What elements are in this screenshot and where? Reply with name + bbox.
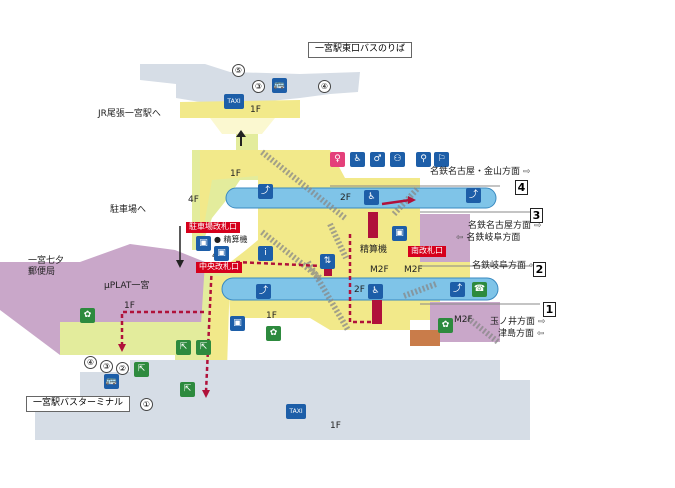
escalator-icon-2: ⤴ [466, 188, 481, 203]
floor-2f-lower: 2F [354, 285, 365, 295]
bus-stop-3-bot: ③ [100, 360, 113, 373]
uplat-label: μPLAT一宮 [104, 281, 150, 291]
central-gate: 中央改札口 [196, 262, 242, 273]
bus-stop-5: ⑤ [232, 64, 245, 77]
platform-lower [221, 277, 499, 301]
wheelchair-icon: ♿ [350, 152, 365, 167]
dir-tsushima: 津島方面 ⇦ [498, 329, 545, 339]
floor-m2f-c: M2F [454, 315, 473, 325]
dir-nagoya: 名鉄名古屋方面 ⇨ [468, 221, 542, 231]
female-restroom-icon: ♀ [330, 152, 345, 167]
jr-label: JR尾張一宮駅へ [98, 109, 161, 119]
exit-marker-1 [368, 212, 378, 238]
south-gate: 南改札口 [408, 246, 446, 257]
bus-stop-3-top: ③ [252, 80, 265, 93]
shop-icon-left: ✿ [80, 308, 95, 323]
dir-gifu-3: ⇦ 名鉄岐阜方面 [456, 233, 521, 243]
bus-terminal-label: 一宮駅バスターミナル [26, 396, 131, 412]
floor-m2f-a: M2F [370, 265, 389, 275]
top-yellow-strip [180, 100, 300, 118]
info-icon: i [258, 246, 273, 261]
exit-icon-4: ⇱ [180, 382, 195, 397]
corridor-yellow [200, 150, 300, 250]
toilet-icon: ⚲ [416, 152, 431, 167]
phone-icon: ☎ [472, 282, 487, 297]
post-office-label: 一宮七夕郵便局 [28, 256, 65, 277]
floor-4f-left: 4F [188, 195, 199, 205]
exit-icon-2: ⇱ [196, 340, 211, 355]
escalator-icon-4: ⤴ [450, 282, 465, 297]
seisanki-left: ● 精算機 [214, 235, 248, 244]
platform-3: 3 [530, 208, 543, 223]
platform-1: 1 [543, 302, 556, 317]
floor-2f-upper: 2F [340, 193, 351, 203]
dir-nagoya-kanayama: 名鉄名古屋・金山方面 ⇨ [430, 167, 531, 177]
exit-icon-3: ⇱ [134, 362, 149, 377]
elevator-wheelchair-icon-2: ♿ [368, 284, 383, 299]
elevator-icon: ⇅ [320, 254, 335, 269]
uplat-lower [60, 322, 210, 355]
bus-icon-bottom: 🚌 [104, 374, 119, 389]
escalator-icon-1: ⤴ [258, 184, 273, 199]
floor-1f-upper: 1F [230, 169, 241, 179]
ticket-machine-icon-1: ▣ [196, 236, 211, 251]
parking-gate: 駐車場改札口 [186, 222, 240, 233]
baby-icon: ⚇ [390, 152, 405, 167]
bus-stop-4-top: ④ [318, 80, 331, 93]
floor-m2f-b: M2F [404, 265, 423, 275]
bus-stop-2-bot: ② [116, 362, 129, 375]
taxi-icon-bottom: TAXI [286, 404, 306, 419]
bus-stop-4-bot: ④ [84, 356, 97, 369]
floor-1f-left: 1F [124, 301, 135, 311]
red-arrow-bottom [202, 390, 210, 398]
family-restroom-icon: ⚐ [434, 152, 449, 167]
parking-label: 駐車場へ [110, 205, 147, 215]
jr-arrow [236, 130, 246, 137]
platform-4: 4 [515, 180, 528, 195]
top-light-strip [210, 118, 275, 134]
bus-icon: 🚌 [272, 78, 287, 93]
shop-icon: ✿ [438, 318, 453, 333]
ticket-machine-icon-3: ▣ [392, 226, 407, 241]
exit-icon-1: ⇱ [176, 340, 191, 355]
right-stairs [410, 330, 440, 346]
dir-gifu-2: 名鉄岐阜方面 ⇦ [472, 261, 536, 271]
taxi-icon-top: TAXI [224, 94, 244, 109]
red-arrow-left [118, 344, 126, 352]
floor-1f-mid: 1F [266, 311, 277, 321]
male-restroom-icon: ♂ [370, 152, 385, 167]
ticket-machine-icon-4: ▣ [230, 316, 245, 331]
shop-icon-mid: ✿ [266, 326, 281, 341]
dir-tamanoi: 玉ノ井方面 ⇨ [490, 317, 546, 327]
bus-stop-1-bot: ① [140, 398, 153, 411]
red-routes [120, 198, 411, 393]
platform-upper [225, 187, 497, 209]
elevator-wheelchair-icon: ♿ [364, 190, 379, 205]
ticket-machine-icon-2: ▣ [214, 246, 229, 261]
floor-1f-top: 1F [250, 105, 261, 115]
floor-1f-bottom: 1F [330, 421, 341, 431]
seisanki-mid: 精算機 [360, 245, 388, 255]
east-bus-label: 一宮駅東口バスのりば [308, 42, 413, 58]
east-bus-area [140, 64, 360, 102]
platform-2: 2 [533, 262, 546, 277]
exit-marker-2 [372, 300, 382, 324]
escalator-icon-3: ⤴ [256, 284, 271, 299]
red-arrow-right [408, 196, 416, 204]
